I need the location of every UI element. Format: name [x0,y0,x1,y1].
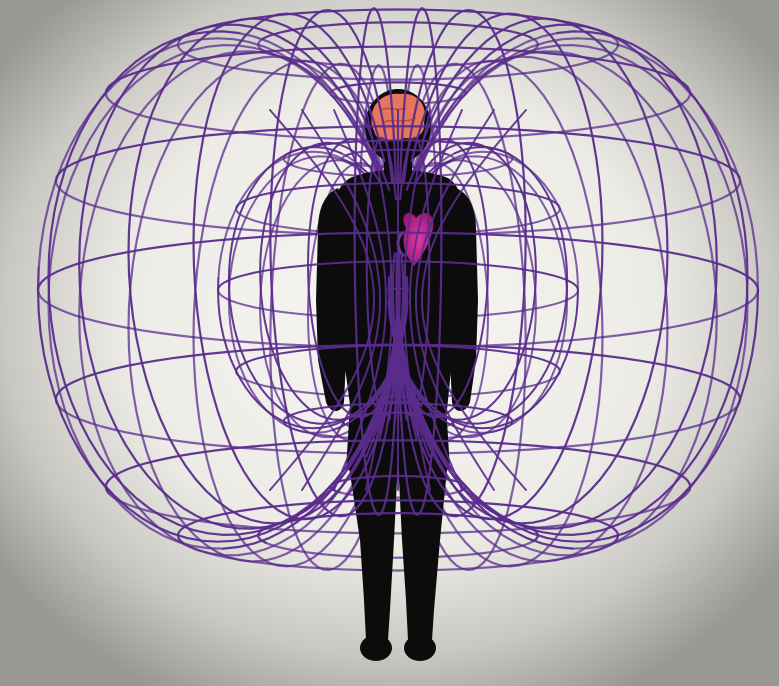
field-parallel-line [690,487,691,490]
left-foot [360,635,392,661]
field-parallel-line [511,421,512,423]
right-foot [404,635,436,661]
